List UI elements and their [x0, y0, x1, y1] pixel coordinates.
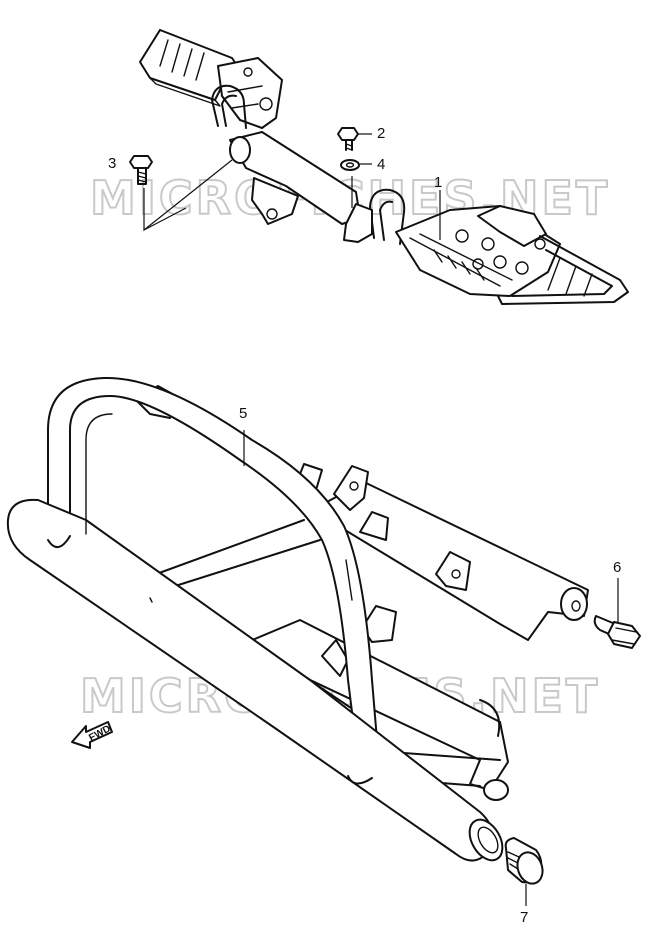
forward-direction-arrow: FWD: [71, 721, 113, 749]
callout-3: 3: [108, 155, 116, 172]
footrest-bracket: [139, 29, 629, 305]
flange-bolt-part-2: [337, 127, 359, 151]
callout-1: 1: [434, 174, 442, 191]
callout-4: 4: [377, 156, 385, 173]
callout-7: 7: [520, 909, 528, 926]
callout-6: 6: [613, 559, 621, 576]
fwd-label: FWD: [87, 723, 112, 743]
flange-bolt-part-6: [593, 615, 641, 649]
end-cap-part-7: [504, 837, 544, 885]
callout-2: 2: [377, 125, 385, 142]
front-bumper-guard: [6, 376, 589, 862]
callout-5: 5: [239, 405, 247, 422]
washer-part-4: [340, 159, 360, 171]
flange-bolt-part-3: [129, 155, 153, 185]
